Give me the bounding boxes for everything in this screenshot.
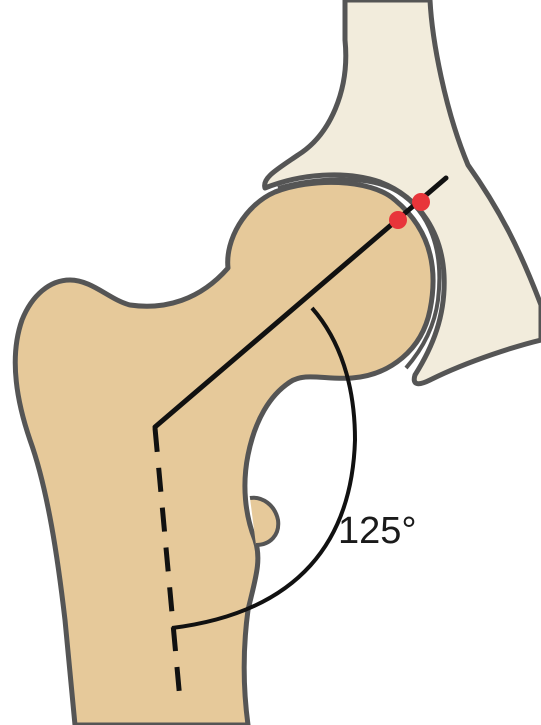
marker-point-2	[412, 193, 430, 211]
angle-label: 125°	[338, 512, 417, 550]
marker-point-1	[389, 211, 407, 229]
femur-shape	[15, 182, 433, 725]
